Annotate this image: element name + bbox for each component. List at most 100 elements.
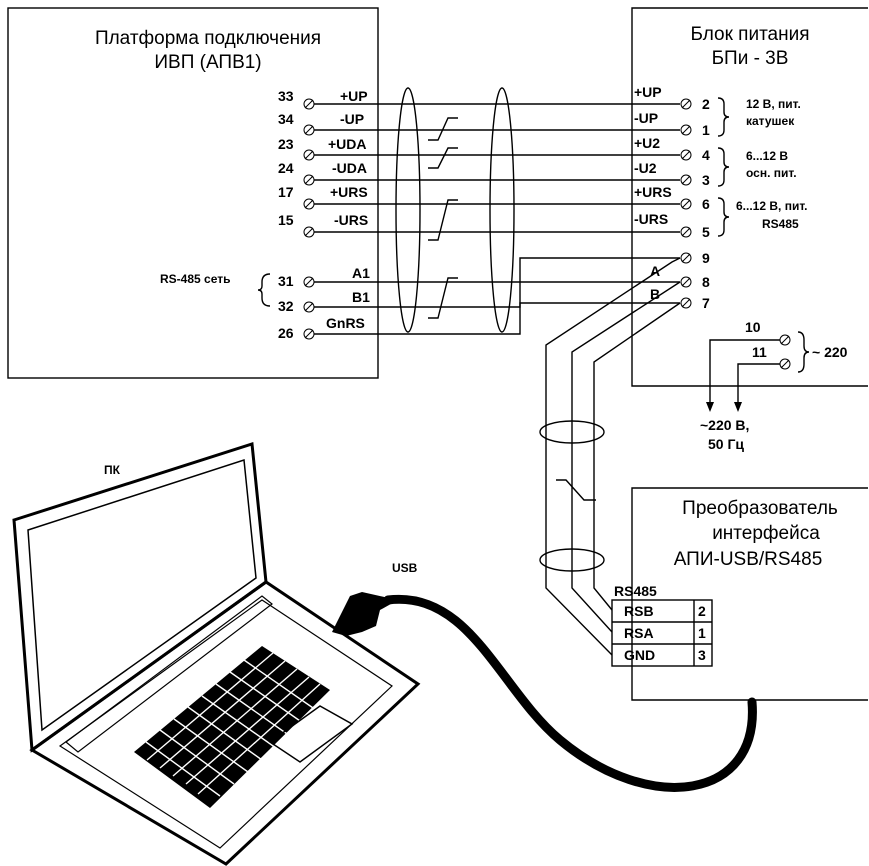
terminal-label: -URS [334,212,368,228]
converter-title-1: Преобразователь [682,498,838,519]
psu-title-1: Блок питания [690,24,809,45]
psu-note-line1: 12 В, пит. [746,97,801,111]
screw-terminal-icon [680,252,692,264]
converter-title-3: АПИ-USB/RS485 [674,549,823,570]
screw-terminal-icon [680,198,692,210]
psu-note-line1: 6...12 В, пит. [736,199,807,213]
mains-label: ~ 220 [812,344,848,360]
pin-label: RSB [624,603,654,619]
platform-terminal: 15 -URS [278,212,378,238]
brace-icon [717,197,730,237]
psu-box [631,7,868,387]
terminal-number: 17 [278,184,294,200]
terminal-label: GnRS [326,315,365,331]
usb-cable: USB [332,561,757,792]
laptop-icon: ПК [12,442,421,866]
mains-out-label-1: ~220 В, [700,417,749,433]
terminal-label: +UP [340,88,368,104]
terminal-number: 32 [278,298,294,314]
terminal-label: +UP [634,84,662,100]
terminal-number: 15 [278,212,294,228]
brace-icon [797,331,810,373]
platform-box [7,7,379,379]
terminal-label: +U2 [634,135,660,151]
terminal-number: 4 [702,147,710,163]
terminal-number: 7 [702,295,710,311]
psu-terminal: +U2 4 [634,135,710,163]
platform-terminal: 31 A1 [278,265,378,289]
pin-label: GND [624,647,655,663]
brace-icon [717,97,730,137]
terminal-number: 33 [278,88,294,104]
rs485-cable [539,257,681,656]
rs485-network-label: RS-485 сеть [160,272,230,286]
platform-terminal: 34 -UP [278,111,378,136]
terminal-label: +UDA [328,136,367,152]
terminal-label: -UDA [332,160,367,176]
psu-note-line2: катушек [746,114,795,128]
pin-number: 2 [698,603,706,619]
terminal-label: -UP [634,110,658,126]
pin-number: 1 [698,625,706,641]
terminal-label: B [650,286,660,302]
platform-title-1: Платформа подключения [95,28,321,49]
terminal-number: 8 [702,274,710,290]
mains-out-label-2: 50 Гц [708,436,744,452]
psu-note-line2: RS485 [762,217,799,231]
mains-terminal-number: 11 [752,344,767,360]
screw-terminal-icon [680,98,692,110]
terminal-number: 2 [702,96,710,112]
usb-arrow-icon [332,592,398,636]
psu-terminal: 9 [680,250,710,266]
platform-terminal: 24 -UDA [278,160,378,186]
terminal-number: 6 [702,196,710,212]
cable-wires [378,103,680,335]
converter-box [631,487,868,701]
screw-terminal-icon [680,297,692,309]
pin-number: 3 [698,647,706,663]
cable-break-marks [428,117,458,319]
cable-bundle-icon [539,420,605,444]
psu-terminal: -U2 3 [634,160,710,188]
terminal-number: 9 [702,250,710,266]
terminal-label: -URS [634,211,668,227]
psu-terminal: +UP 2 [634,84,710,112]
terminal-label: -UP [340,111,364,127]
mains-terminal-number: 10 [745,319,761,335]
screw-terminal-icon [680,276,692,288]
psu-terminal: -URS 5 [634,211,710,240]
pin-label: RSA [624,625,654,641]
keyboard-icon [134,646,330,808]
terminal-number: 5 [702,224,710,240]
platform-terminal: 23 +UDA [278,136,378,161]
arrow-down-icon [706,402,714,412]
terminal-number: 24 [278,160,294,176]
terminal-number: 31 [278,273,294,289]
terminal-number: 23 [278,136,294,152]
rs485-port-label: RS485 [614,583,657,599]
psu-block: Блок питания БПи - 3В +UP 2 -UP 1 +U2 4 … [631,7,868,452]
screw-terminal-icon [680,149,692,161]
psu-note-line1: 6...12 В [746,149,788,163]
terminal-number: 26 [278,325,294,341]
psu-terminal: -UP 1 [634,110,710,138]
platform-title-2: ИВП (АПВ1) [154,52,261,73]
platform-terminal: 33 +UP [278,88,378,110]
brace-icon [717,147,730,187]
psu-terminal: +URS 6 [634,184,710,212]
terminal-number: 1 [702,122,710,138]
cable-bundle-icon [395,87,515,333]
brace-icon [257,273,271,307]
psu-terminal: A 8 [650,263,710,290]
terminal-label: A [650,263,660,279]
converter-block: Преобразователь интерфейса АПИ-USB/RS485… [611,487,868,701]
arrow-down-icon [734,402,742,412]
terminal-label: +URS [330,184,368,200]
terminal-label: +URS [634,184,672,200]
pc-label: ПК [104,463,121,477]
screw-terminal-icon [680,124,692,136]
screw-terminal-icon [680,174,692,186]
psu-title-2: БПи - 3В [712,48,789,69]
psu-note-line2: осн. пит. [746,166,797,180]
